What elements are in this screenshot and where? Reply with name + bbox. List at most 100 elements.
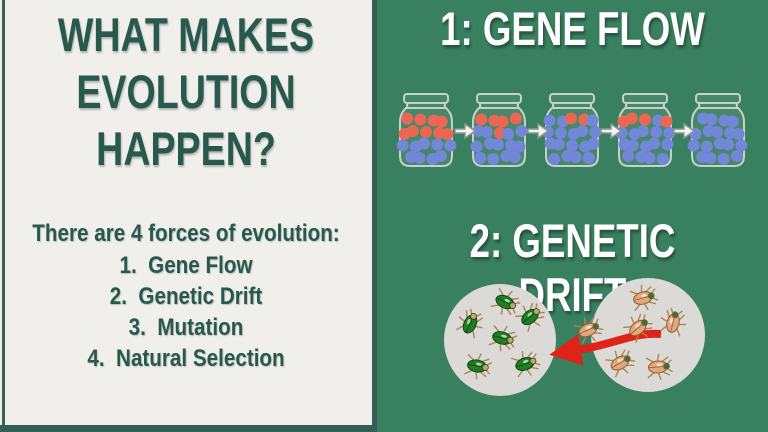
mason-jar [687, 93, 748, 167]
red-marble [441, 128, 454, 140]
blue-marble [626, 139, 639, 152]
blue-marble [543, 114, 556, 127]
blue-marble [656, 153, 669, 165]
red-marble [639, 113, 651, 126]
slide-title-line-2: EVOLUTION [76, 65, 296, 118]
right-illustration-panel: 1: GENE FLOW 2: GENETIC DRIFT [377, 0, 768, 432]
slide-title-line-3: HAPPEN? [96, 122, 276, 175]
blue-marble [661, 138, 674, 151]
forces-list: 1. Gene Flow 2. Genetic Drift 3. Mutation 4… [0, 250, 372, 374]
blue-marble [474, 152, 487, 164]
blue-marble [513, 140, 526, 153]
mason-jar [615, 93, 676, 167]
red-marble [509, 112, 522, 125]
right-arrow-icon [527, 122, 550, 140]
slide-title: WHAT MAKES EVOLUTION HAPPEN? [0, 6, 372, 177]
left-edge-accent [2, 0, 5, 425]
blue-marble [548, 153, 561, 165]
tan-beetle [573, 316, 604, 345]
green-beetle [455, 308, 484, 339]
force-list-item: 4. Natural Selection [87, 345, 285, 372]
tan-beetle [645, 353, 673, 381]
blue-marble [582, 152, 595, 164]
red-marble [435, 115, 448, 128]
mason-jar [541, 93, 602, 167]
gene-flow-heading: 1: GENE FLOW [377, 2, 768, 56]
blue-marble [643, 152, 656, 164]
blue-marble [732, 128, 745, 140]
blue-marble [663, 127, 676, 139]
blue-marble [622, 150, 635, 162]
blue-marble [704, 152, 717, 164]
green-beetle [488, 325, 518, 352]
left-panel-frame: WHAT MAKES EVOLUTION HAPPEN? There are 4… [0, 0, 377, 432]
migration-arrow [549, 329, 662, 366]
blue-marble [508, 151, 521, 163]
blue-marble [418, 137, 430, 150]
blue-marble [470, 140, 483, 153]
mason-jar [396, 93, 457, 167]
blue-marble [730, 150, 743, 162]
mason-jar [470, 93, 528, 167]
blue-marble [444, 139, 457, 152]
red-marble [660, 115, 673, 128]
blue-marble [700, 140, 713, 153]
blue-marble [586, 114, 599, 127]
tan-beetle [623, 313, 653, 343]
red-marble [401, 112, 414, 125]
green-beetle [464, 353, 493, 380]
red-marble [565, 112, 577, 125]
blue-marble [413, 152, 426, 164]
blue-marble [487, 153, 500, 165]
red-marble [414, 113, 427, 126]
red-marble [496, 115, 509, 128]
right-arrow-icon [600, 122, 623, 140]
blue-marble [492, 138, 504, 151]
blue-marble [480, 126, 493, 138]
tan-beetle [660, 307, 687, 337]
blue-marble [735, 139, 748, 152]
green-beetle [515, 302, 545, 332]
blue-marble [687, 139, 700, 152]
blue-marble [396, 139, 409, 152]
blue-marble [554, 127, 567, 139]
right-arrow-icon [454, 122, 477, 140]
blue-marble [711, 126, 723, 138]
gene-flow-heading-text: 1: GENE FLOW [440, 2, 705, 55]
blue-marble [434, 150, 447, 162]
blue-marble [569, 151, 582, 163]
blue-marble [515, 125, 528, 137]
right-arrow-icon [673, 122, 696, 140]
green-beetle [490, 287, 521, 316]
blue-marble [648, 137, 661, 150]
force-list-item: 1. Gene Flow [119, 252, 253, 279]
blue-marble [637, 125, 649, 137]
force-list-item: 2. Genetic Drift [109, 283, 263, 310]
red-marble [625, 112, 638, 125]
left-text-panel: WHAT MAKES EVOLUTION HAPPEN? There are 4… [0, 0, 372, 425]
red-marble [475, 113, 488, 126]
red-marble [406, 125, 419, 137]
force-list-item: 3. Mutation [128, 314, 244, 341]
blue-marble [552, 138, 565, 151]
gene-flow-jars-illustration [396, 93, 748, 167]
green-beetle [511, 351, 541, 378]
genetic-drift-illustration [444, 278, 705, 396]
blue-marble [587, 137, 600, 150]
red-marble [420, 126, 432, 138]
blue-marble [502, 128, 515, 140]
blue-marble [722, 138, 735, 151]
forces-intro: There are 4 forces of evolution: [32, 220, 340, 247]
slide-title-line-1: WHAT MAKES [57, 8, 315, 61]
blue-marble [650, 126, 663, 138]
forces-block: There are 4 forces of evolution: 1. Gene… [0, 219, 372, 374]
blue-marble [726, 115, 739, 128]
blue-marble [705, 113, 718, 126]
tan-beetle [605, 349, 636, 378]
blue-marble [717, 153, 730, 165]
blue-marble [576, 125, 589, 137]
blue-marble [589, 126, 602, 138]
blue-marble [431, 138, 444, 151]
blue-marble [566, 139, 578, 152]
